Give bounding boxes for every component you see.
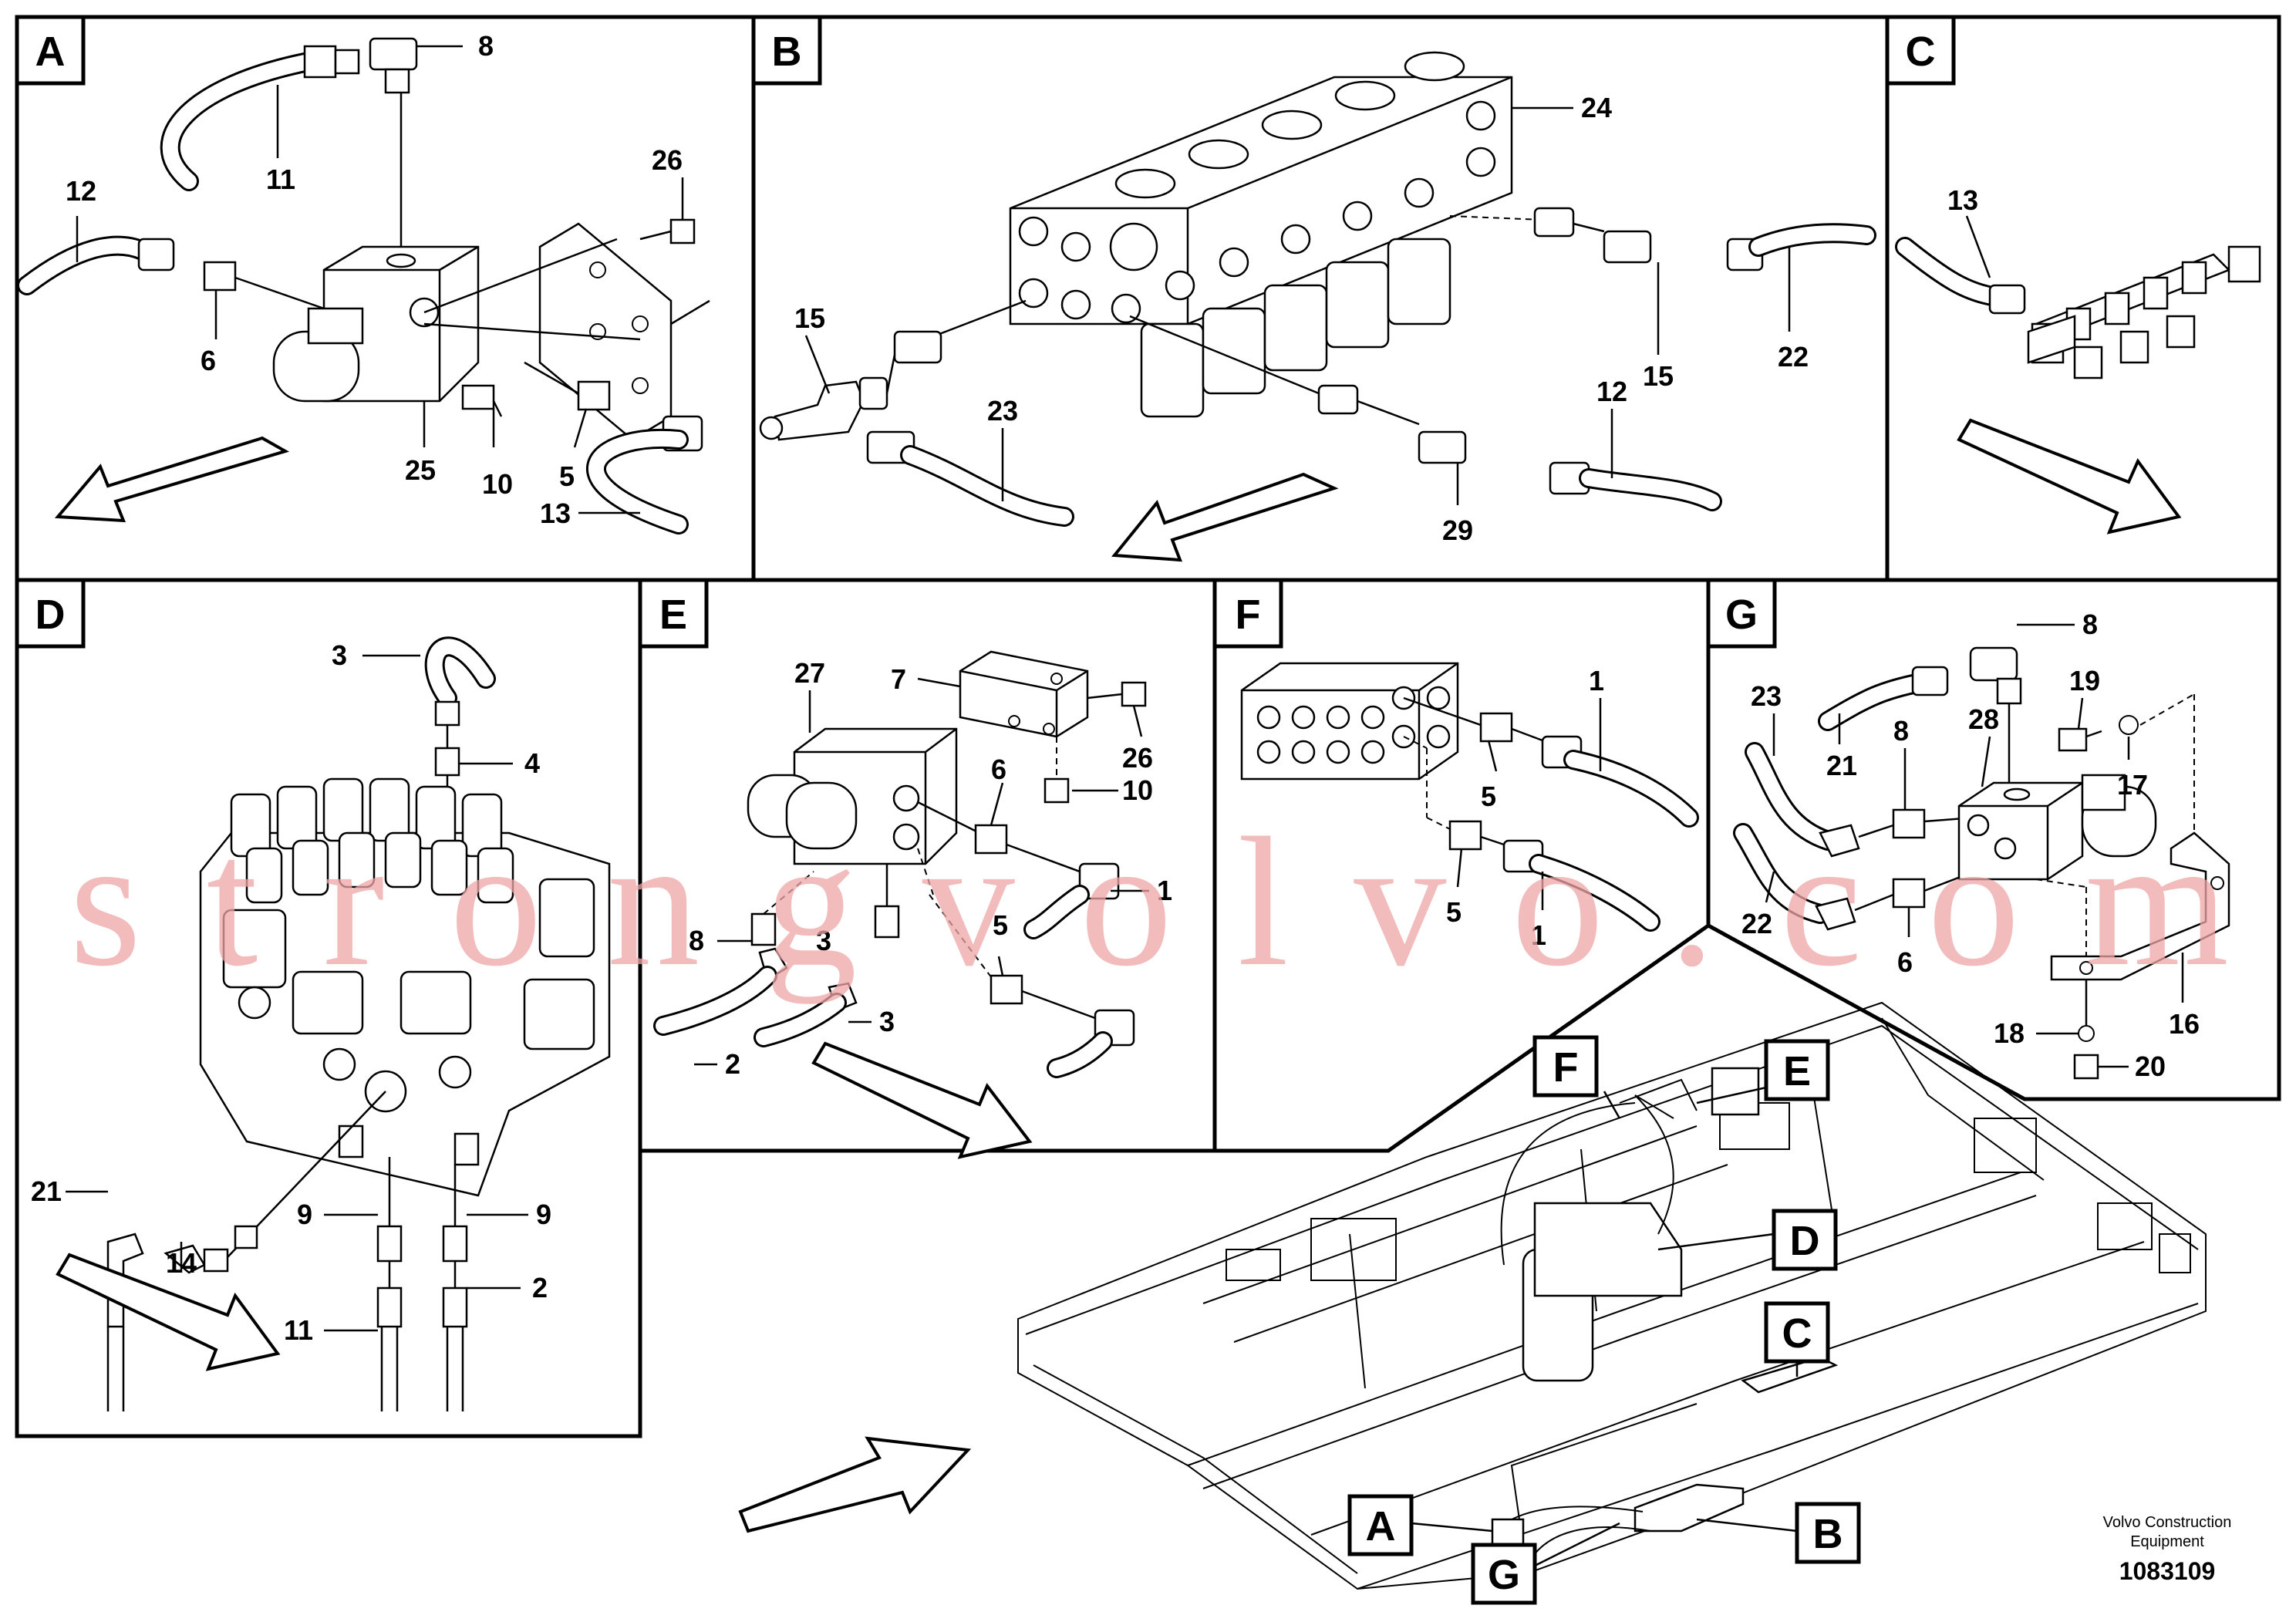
- overview-label-f: F: [1553, 1044, 1579, 1091]
- callout: 23: [987, 395, 1018, 427]
- callout: 6: [991, 754, 1006, 785]
- panel-e-label: E: [659, 592, 687, 638]
- panel-f-label: F: [1236, 592, 1261, 638]
- callout: 21: [1826, 750, 1857, 781]
- callout: 28: [1968, 703, 1999, 735]
- overview-label-a: A: [1366, 1503, 1396, 1549]
- panel-c-label: C: [1906, 29, 1936, 75]
- panel-b: B: [751, 15, 1890, 582]
- callout: 4: [524, 747, 540, 779]
- callout: 11: [284, 1314, 313, 1346]
- callout: 8: [689, 925, 704, 956]
- drawing-number: 1083109: [2119, 1557, 2216, 1585]
- callout: 16: [2169, 1008, 2200, 1040]
- panel-a-label: A: [35, 29, 66, 75]
- callout: 12: [1596, 376, 1627, 407]
- callout: 18: [1994, 1017, 2025, 1049]
- panel-g-label: G: [1725, 592, 1758, 638]
- callout: 26: [652, 144, 683, 176]
- callout: 8: [1893, 715, 1909, 747]
- overview-label-e: E: [1783, 1048, 1811, 1094]
- panel-d: D: [15, 578, 642, 1438]
- callout: 8: [478, 30, 494, 62]
- callout: 14: [166, 1247, 197, 1279]
- callout: 8: [2082, 609, 2098, 640]
- callout: 9: [536, 1199, 551, 1230]
- callout: 15: [794, 302, 825, 334]
- callout: 6: [201, 345, 216, 376]
- panel-d-label: D: [35, 592, 66, 638]
- overview-label-g: G: [1488, 1552, 1520, 1598]
- overview-label-c: C: [1782, 1310, 1812, 1357]
- overview-frame-drawing: [1017, 1001, 2207, 1590]
- panel-f: F 1 5 5: [1212, 578, 1711, 1153]
- callout: 19: [2069, 665, 2100, 696]
- panel-g: G: [1706, 578, 2281, 1101]
- callout: 29: [1442, 514, 1473, 546]
- callout: 3: [816, 925, 831, 956]
- callout: 22: [1778, 341, 1809, 373]
- callout: 5: [559, 460, 575, 492]
- direction-arrow-icon: [738, 1436, 972, 1533]
- overview-label-b: B: [1813, 1511, 1843, 1557]
- callout: 7: [891, 663, 906, 695]
- callout: 11: [266, 164, 295, 195]
- callout: 5: [993, 909, 1008, 941]
- callout: 12: [66, 175, 96, 207]
- callout: 6: [1897, 946, 1913, 978]
- callout: 23: [1751, 680, 1782, 712]
- callout: 5: [1446, 896, 1462, 928]
- callout: 26: [1122, 742, 1153, 774]
- brand-name-line2: Equipment: [2130, 1533, 2204, 1550]
- callout: 21: [31, 1175, 62, 1207]
- callout: 10: [482, 468, 513, 500]
- callout: 17: [2117, 769, 2148, 801]
- callout: 9: [297, 1199, 312, 1230]
- panel-b-label: B: [772, 29, 802, 75]
- callout: 15: [1643, 360, 1674, 392]
- callout: 20: [2135, 1050, 2166, 1082]
- panel-a: A: [15, 15, 756, 582]
- panel-e: E: [638, 578, 1217, 1159]
- callout: 1: [1531, 919, 1546, 951]
- overview-label-d: D: [1790, 1218, 1820, 1264]
- callout: 13: [540, 497, 571, 529]
- panel-c: C 13: [1885, 15, 2281, 582]
- callout: 2: [725, 1048, 740, 1080]
- brand-name-line1: Volvo Construction: [2103, 1514, 2232, 1531]
- callout: 5: [1481, 781, 1496, 812]
- callout: 24: [1581, 92, 1612, 123]
- callout: 13: [1947, 184, 1978, 216]
- callout: 2: [532, 1272, 548, 1303]
- callout: 22: [1741, 908, 1772, 939]
- callout: 25: [405, 454, 436, 486]
- callout: 1: [1589, 665, 1604, 696]
- callout: 10: [1122, 774, 1153, 806]
- callout: 27: [794, 657, 825, 689]
- callout: 3: [332, 639, 347, 671]
- callout: 3: [879, 1006, 895, 1037]
- overview-labels: F E D C A B G: [1347, 1035, 1861, 1605]
- callout: 1: [1157, 875, 1172, 906]
